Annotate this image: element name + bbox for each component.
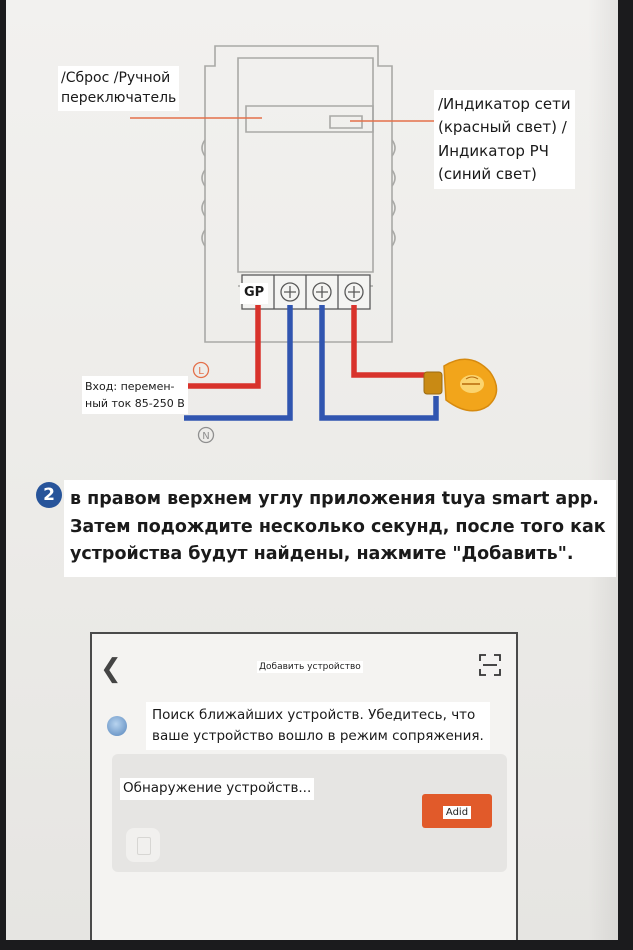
reset-switch-label: /Сброс /Ручной переключатель	[58, 66, 180, 111]
step-line: в правом верхнем углу приложения tuya sm…	[70, 489, 599, 509]
paper-shadow	[588, 0, 618, 940]
step-line: Затем подождите несколько секунд, после …	[70, 516, 606, 537]
light-bulb-icon	[423, 358, 498, 412]
gp-terminal-label: GP	[240, 283, 269, 304]
live-wire	[178, 305, 261, 389]
detecting-devices-text: Обнаружение устройств...	[120, 778, 315, 800]
neutral-wire-to-bulb	[319, 305, 439, 421]
neutral-mark: N	[197, 426, 215, 444]
live-mark: L	[192, 361, 210, 379]
indicator-label: /Индикатор сети (красный свет) / Индикат…	[434, 90, 575, 189]
neutral-wire	[184, 305, 293, 421]
indicator-label-line: Индикатор РЧ	[438, 141, 549, 160]
reset-label-line: /Сброс /Ручной	[61, 70, 171, 86]
input-label-line: Вход: перемен-	[85, 380, 175, 393]
indicator-label-line: (синий свет)	[438, 164, 537, 183]
input-label-line: ный ток 85-250 В	[85, 397, 185, 411]
search-hint-line: Поиск ближайших устройств. Убедитесь, чт…	[152, 707, 476, 723]
svg-text:N: N	[202, 431, 209, 442]
add-button-label: Adid	[442, 806, 472, 819]
reset-label-line: переключатель	[61, 90, 177, 107]
step-number-badge: 2	[36, 482, 62, 508]
svg-text:L: L	[198, 366, 204, 377]
add-device-button[interactable]: Adid	[422, 794, 492, 828]
back-chevron-icon[interactable]: ❮	[100, 654, 122, 684]
step-instruction: в правом верхнем углу приложения tuya sm…	[64, 480, 616, 577]
ac-input-label: Вход: перемен- ный ток 85-250 В	[82, 376, 188, 415]
wiring-diagram: L N	[130, 45, 498, 444]
indicator-label-line: /Индикатор сети	[438, 95, 571, 113]
scan-icon[interactable]	[477, 652, 503, 678]
screen-title: Добавить устройство	[257, 661, 363, 673]
search-hint-text: Поиск ближайших устройств. Убедитесь, чт…	[146, 702, 490, 750]
search-hint-line: ваше устройство вошло в режим сопряжения…	[152, 727, 484, 744]
indicator-label-line: (красный свет) /	[438, 118, 567, 137]
step-line: устройства будут найдены, нажмите "Добав…	[70, 544, 574, 565]
callout-lines	[130, 117, 435, 122]
searching-indicator-icon	[107, 716, 127, 736]
device-thumbnail-icon	[126, 828, 160, 862]
